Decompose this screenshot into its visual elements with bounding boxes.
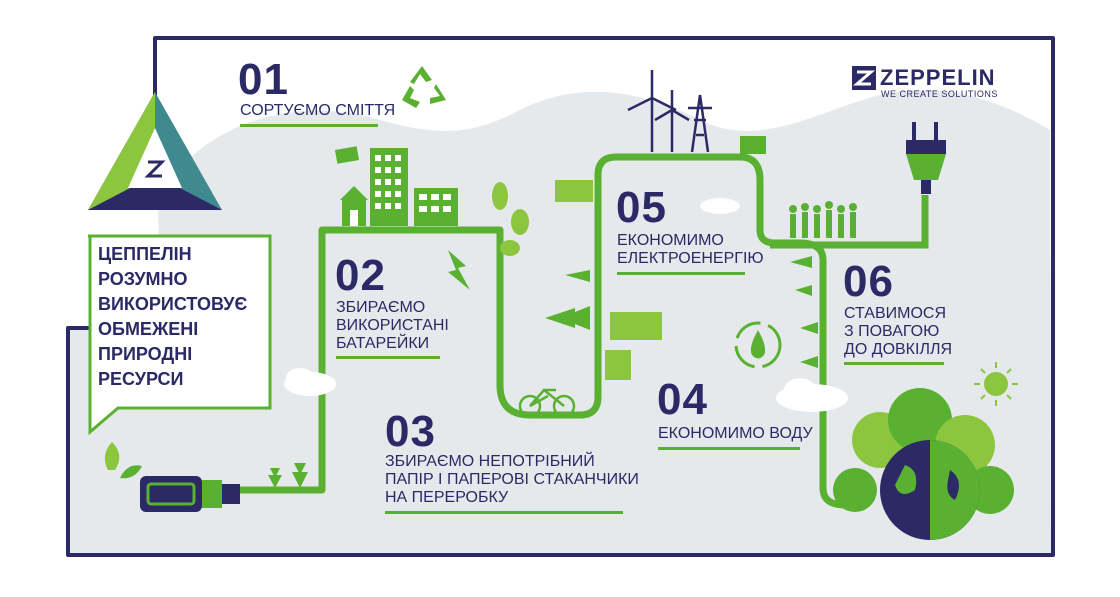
step-01-underline: [240, 124, 378, 127]
step-01-label: СОРТУЄМО СМІТТЯ: [240, 102, 396, 119]
step-05-underline: [617, 272, 745, 275]
step-05-label-line: ЕЛЕКТРОЕНЕРГІЮ: [617, 250, 764, 267]
city-buildings: [334, 146, 458, 226]
zeppelin-triangle-logo: [88, 92, 222, 210]
headline-line: ОБМЕЖЕНІ: [98, 319, 199, 339]
step-03-label-line: ЗБИРАЄМО НЕПОТРІБНИЙ: [385, 453, 595, 470]
step-06-label-line: З ПОВАГОЮ: [844, 323, 940, 340]
sun-icon: [974, 362, 1018, 406]
plug-icon: [906, 122, 946, 194]
wind-turbine-icon: [627, 70, 712, 153]
brand-name: ZEPPELIN: [880, 65, 996, 90]
headline-bubble: [88, 234, 272, 436]
headline-line: РЕСУРСИ: [98, 369, 184, 389]
globe-icon: [833, 388, 1014, 540]
step-03-number: 03: [385, 407, 436, 456]
step-03-underline: [385, 511, 623, 514]
step-06-underline: [844, 362, 944, 365]
headline-line: ПРИРОДНІ: [98, 344, 193, 364]
step-06-label-line: СТАВИМОСЯ: [844, 305, 946, 322]
zeppelin-logo-icon: [852, 66, 876, 90]
headline-line: ВИКОРИСТОВУЄ: [98, 294, 248, 314]
step-04-underline: [658, 447, 800, 450]
step-03-label-line: ПАПІР І ПАПЕРОВІ СТАКАНЧИКИ: [385, 471, 639, 488]
recycle-icon: [402, 66, 446, 108]
headline: ЦЕППЕЛІН РОЗУМНО ВИКОРИСТОВУЄ ОБМЕЖЕНІ П…: [98, 242, 270, 392]
step-06-number: 06: [843, 257, 894, 306]
step-04-number: 04: [657, 375, 708, 424]
bicycle-icon: [518, 388, 576, 418]
step-05-number: 05: [616, 183, 667, 232]
step-01-number: 01: [238, 55, 289, 104]
step-02-underline: [336, 356, 440, 359]
step-03-label-line: НА ПЕРЕРОБКУ: [385, 489, 509, 506]
step-02-label-line: ЗБИРАЄМО: [336, 299, 426, 316]
battery-icon: [448, 250, 470, 290]
step-02-label-line: ВИКОРИСТАНІ: [336, 317, 449, 334]
step-06-label-line: ДО ДОВКІЛЛЯ: [844, 341, 952, 358]
step-04-label: ЕКОНОМИМО ВОДУ: [658, 425, 813, 442]
water-saving-icon: [734, 321, 782, 369]
step-02-number: 02: [335, 251, 386, 300]
people-icon: [789, 201, 857, 238]
brand-tagline: WE CREATE SOLUTIONS: [881, 89, 998, 99]
step-02-label-line: БАТАРЕЙКИ: [336, 335, 430, 352]
headline-line: ЦЕППЕЛІН: [98, 244, 192, 264]
plug-cable-icon: [104, 442, 240, 512]
step-05-label-line: ЕКОНОМИМО: [617, 232, 724, 249]
headline-line: РОЗУМНО: [98, 269, 188, 289]
